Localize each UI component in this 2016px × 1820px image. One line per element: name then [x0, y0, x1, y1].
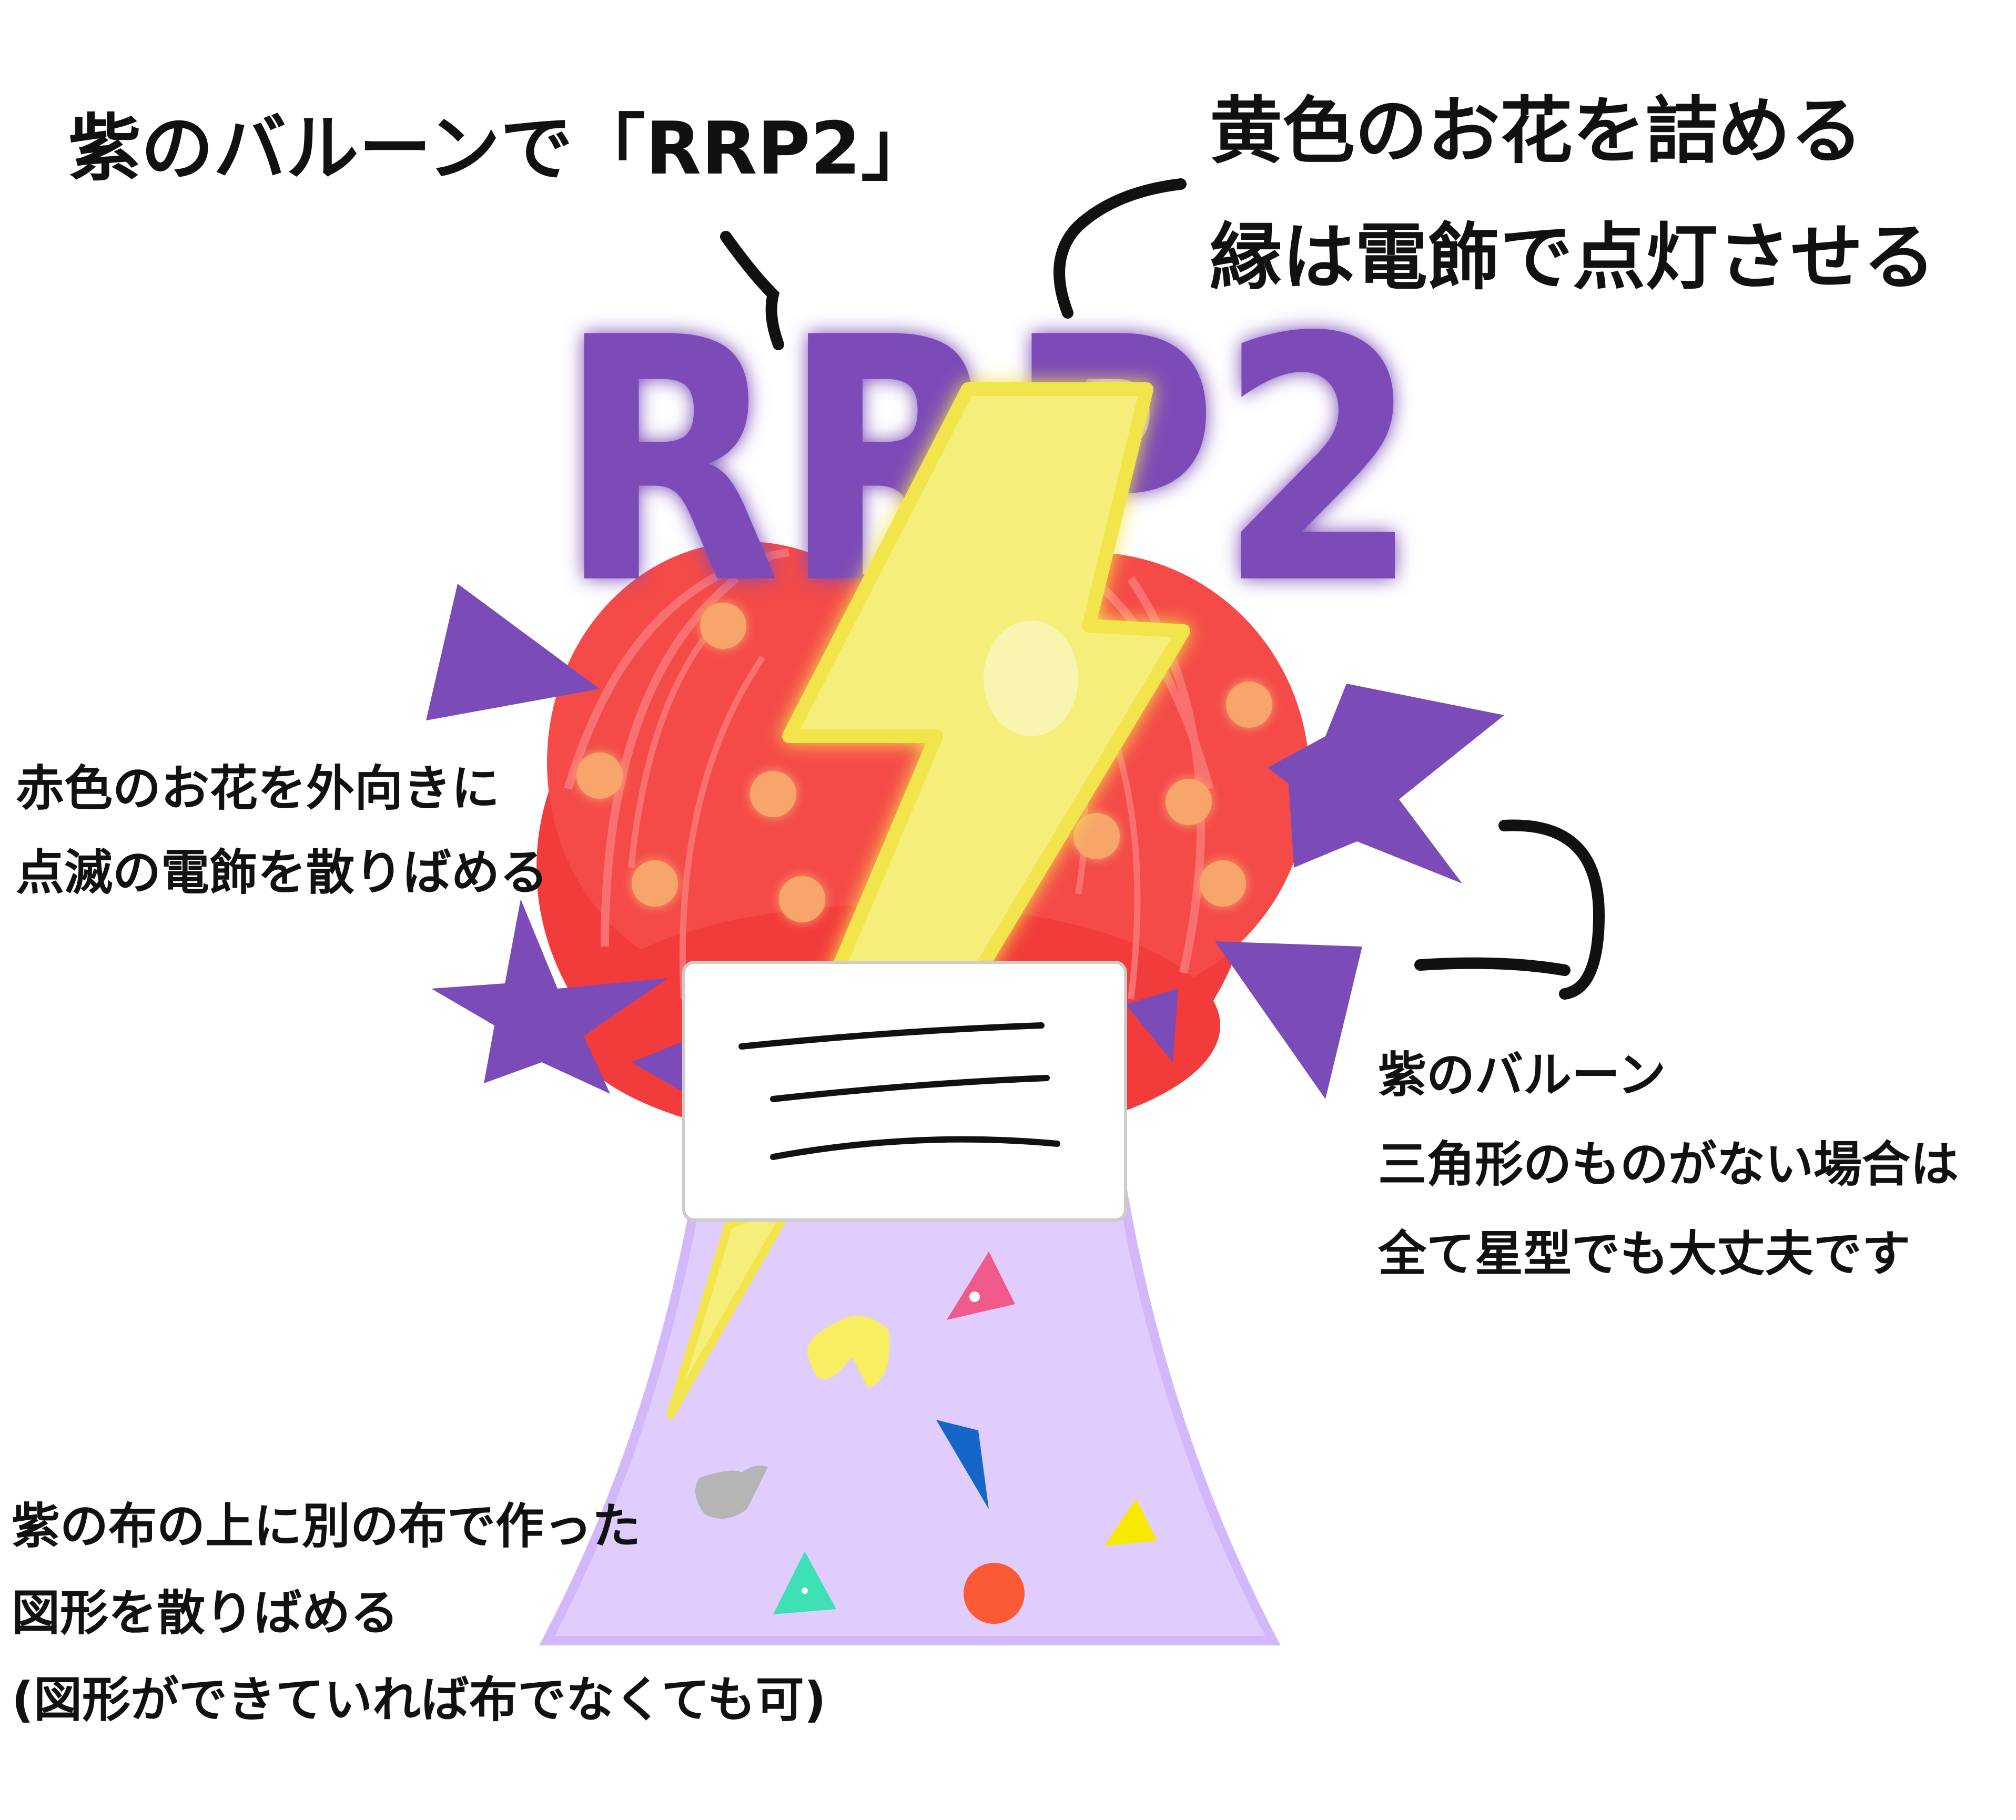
shape-pink-triangle: [947, 1252, 1015, 1320]
annotation-balloon-letters: 紫のバルーンで「RRP2」: [68, 89, 934, 195]
annotation-red-flowers-line-1: 赤色のお花を外向きに: [16, 760, 500, 817]
annotation-yellow-flowers: 黄色のお花を詰める 縁は電飾で点灯させる: [1210, 68, 1936, 321]
annotation-purple-balloons-line-2: 三角形のものがない場合は: [1378, 1136, 1959, 1193]
purple-balloons: [426, 584, 1504, 1104]
annotation-purple-balloons-line-1: 紫のバルーン: [1378, 1047, 1666, 1103]
fabric-shapes: [695, 1252, 1157, 1624]
balloon-triangle-center-right: [1126, 989, 1178, 1062]
shape-blue-spike: [936, 1420, 989, 1509]
annotation-fabric-shapes-line-1: 紫の布の上に別の布で作った: [12, 1498, 641, 1554]
pointer-stroke-balloon: [720, 231, 784, 350]
annotation-red-flowers-line-2: 点滅の電飾を散りばめる: [16, 845, 549, 901]
annotation-fabric-shapes-line-3: (図形ができていれば布でなくても可): [12, 1672, 826, 1728]
shape-yellow-triangle: [1105, 1499, 1157, 1546]
message-card: [682, 961, 1127, 1222]
annotation-balloon-letters-line-1: 紫のバルーンで「RRP2」: [68, 106, 934, 191]
annotation-fabric-shapes-line-2: 図形を散りばめる: [12, 1585, 399, 1641]
annotation-yellow-flowers-line-1: 黄色のお花を詰める: [1210, 89, 1863, 174]
annotation-red-flowers: 赤色のお花を外向きに 点滅の電飾を散りばめる: [16, 747, 548, 915]
annotation-fabric-shapes: 紫の布の上に別の布で作った 図形を散りばめる (図形ができていれば布でなくても可…: [12, 1483, 826, 1743]
shape-orange-circle: [964, 1563, 1025, 1624]
shape-teal-triangle: [773, 1551, 836, 1614]
shape-yellow-blob: [807, 1316, 890, 1388]
balloon-star-right: [1268, 684, 1504, 883]
flower-lights: [576, 603, 1272, 922]
lightning-highlight: [984, 621, 1078, 736]
balloon-star-left-bottom: [431, 899, 668, 1094]
pointer-stroke-purple-balloons: [1414, 819, 1605, 1000]
annotation-yellow-flowers-line-2: 縁は電飾で点灯させる: [1210, 215, 1936, 300]
annotation-purple-balloons: 紫のバルーン 三角形のものがない場合は 全て星型でも大丈夫です: [1378, 1031, 1959, 1299]
shape-gray-blob: [695, 1465, 768, 1519]
pointer-stroke-yellow-flowers: [1053, 178, 1187, 319]
balloon-triangle-left-top: [426, 584, 600, 720]
annotation-purple-balloons-line-3: 全て星型でも大丈夫です: [1378, 1226, 1911, 1282]
balloon-triangle-right-bottom: [1215, 941, 1362, 1099]
